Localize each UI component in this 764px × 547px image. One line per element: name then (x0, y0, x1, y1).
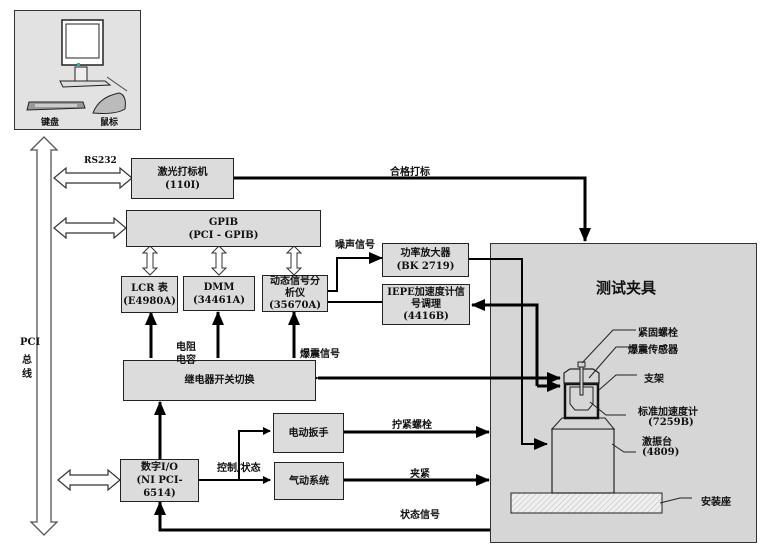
laser-marker-name: 激光打标机 (157, 166, 208, 178)
pneumatic-system-block: 气动系统 (274, 462, 344, 500)
fixture-assembly (510, 329, 692, 514)
gpib-model: (PCI - GPIB) (188, 229, 259, 241)
gpib-block: GPIB (PCI - GPIB) (126, 210, 321, 247)
bracket-label: 支架 (644, 374, 664, 385)
iepe-conditioner-block: IEPE加速度计信 号调理 (4416B) (382, 284, 470, 325)
pass-mark-line (233, 176, 591, 242)
status-signal-label: 状态信号 (400, 510, 440, 521)
pci-bus-arrow (29, 136, 59, 536)
bolt-label: 紧固螺栓 (638, 328, 678, 339)
dio-bus-arrow (57, 468, 121, 492)
gpib-dmm-arrow (210, 245, 228, 276)
noise-signal-label: 噪声信号 (335, 240, 375, 251)
resistance-label: 电阻 (176, 342, 196, 353)
power-amplifier-block: 功率放大器 (BK 2719) (382, 243, 469, 277)
reference-accelerometer-label: 标准加速度计 (638, 407, 698, 418)
control-status-label: 控制/状态 (217, 463, 261, 474)
mounting-base (510, 492, 663, 514)
pci-label-xian: 线 (22, 369, 32, 380)
pneumatic-name: 气动系统 (289, 475, 329, 487)
dio-name: 数字I/O (140, 462, 179, 473)
mouse-label: 鼠标 (100, 118, 119, 128)
fixture-title: 测试夹具 (596, 279, 657, 297)
rs232-arrow (53, 166, 133, 190)
computer-icon (26, 19, 128, 114)
gpib-bus-arrow (53, 216, 127, 240)
control-to-wrench-line (238, 427, 271, 480)
laser-marker-block: 激光打标机 (110I) (131, 158, 234, 199)
gpib-dsa-arrow (285, 245, 303, 276)
pci-label-zong: 总 (22, 355, 32, 366)
reference-accelerometer (569, 386, 594, 411)
dsa-name-2: 析仪 (285, 287, 305, 299)
dsa-model: (35670A) (268, 299, 321, 311)
knock-sensor-label: 爆震传感器 (628, 345, 678, 356)
gpib-lcr-arrow (141, 245, 159, 276)
dio-model: (NI PCI-6514) (136, 475, 183, 499)
dsa-name-1: 动态信号分 (270, 275, 320, 287)
rs232-label: RS232 (84, 156, 117, 166)
status-signal-line (154, 501, 490, 532)
bolt (577, 361, 586, 368)
dynamic-signal-analyzer-block: 动态信号分 析仪 (35670A) (262, 275, 328, 312)
mounting-base-label: 安装座 (701, 497, 731, 508)
knock-signal-label: 爆震信号 (300, 349, 340, 360)
noise-signal-line (326, 252, 383, 292)
pci-label: PCI (20, 337, 41, 348)
amplifier-to-shaker-line (468, 258, 548, 450)
iepe-model: (4416B) (403, 310, 449, 322)
electric-wrench-block: 电动扳手 (273, 413, 344, 453)
pass-mark-label: 合格打标 (390, 167, 430, 178)
amplifier-name: 功率放大器 (400, 248, 451, 259)
accel-to-iepe-line (471, 299, 539, 386)
lcr-meter-block: LCR 表 (E4980A) (121, 276, 178, 313)
tighten-bolt-label: 拧紧螺栓 (392, 420, 432, 431)
iepe-name-2: 号调理 (411, 298, 441, 310)
lcr-model: (E4980A) (123, 295, 176, 307)
dmm-block: DMM (34461A) (183, 276, 255, 311)
computer-panel: 键盘 鼠标 (14, 10, 141, 130)
keyboard-label: 键盘 (41, 118, 60, 128)
relay-name: 继电器开关切换 (184, 375, 255, 386)
gpib-name: GPIB (208, 216, 239, 228)
reference-accelerometer-model: (7259B) (648, 417, 694, 428)
shaker-label: 激振台 (642, 437, 672, 448)
digital-io-block: 数字I/O (NI PCI-6514) (120, 459, 199, 502)
lcr-name: LCR 表 (131, 282, 168, 294)
dmm-name: DMM (203, 281, 235, 293)
clamp-label: 夹紧 (410, 469, 430, 480)
iepe-name-1: IEPE加速度计信 (387, 286, 465, 298)
relay-switch-block: 继电器开关切换 (123, 360, 316, 401)
capacitance-label: 电容 (176, 355, 196, 366)
laser-marker-model: (110I) (164, 179, 200, 191)
amplifier-model: (BK 2719) (396, 261, 455, 272)
wrench-name: 电动扳手 (288, 427, 329, 439)
dmm-model: (34461A) (192, 294, 245, 306)
shaker-model: (4809) (642, 447, 680, 458)
shaker-body (551, 428, 615, 494)
